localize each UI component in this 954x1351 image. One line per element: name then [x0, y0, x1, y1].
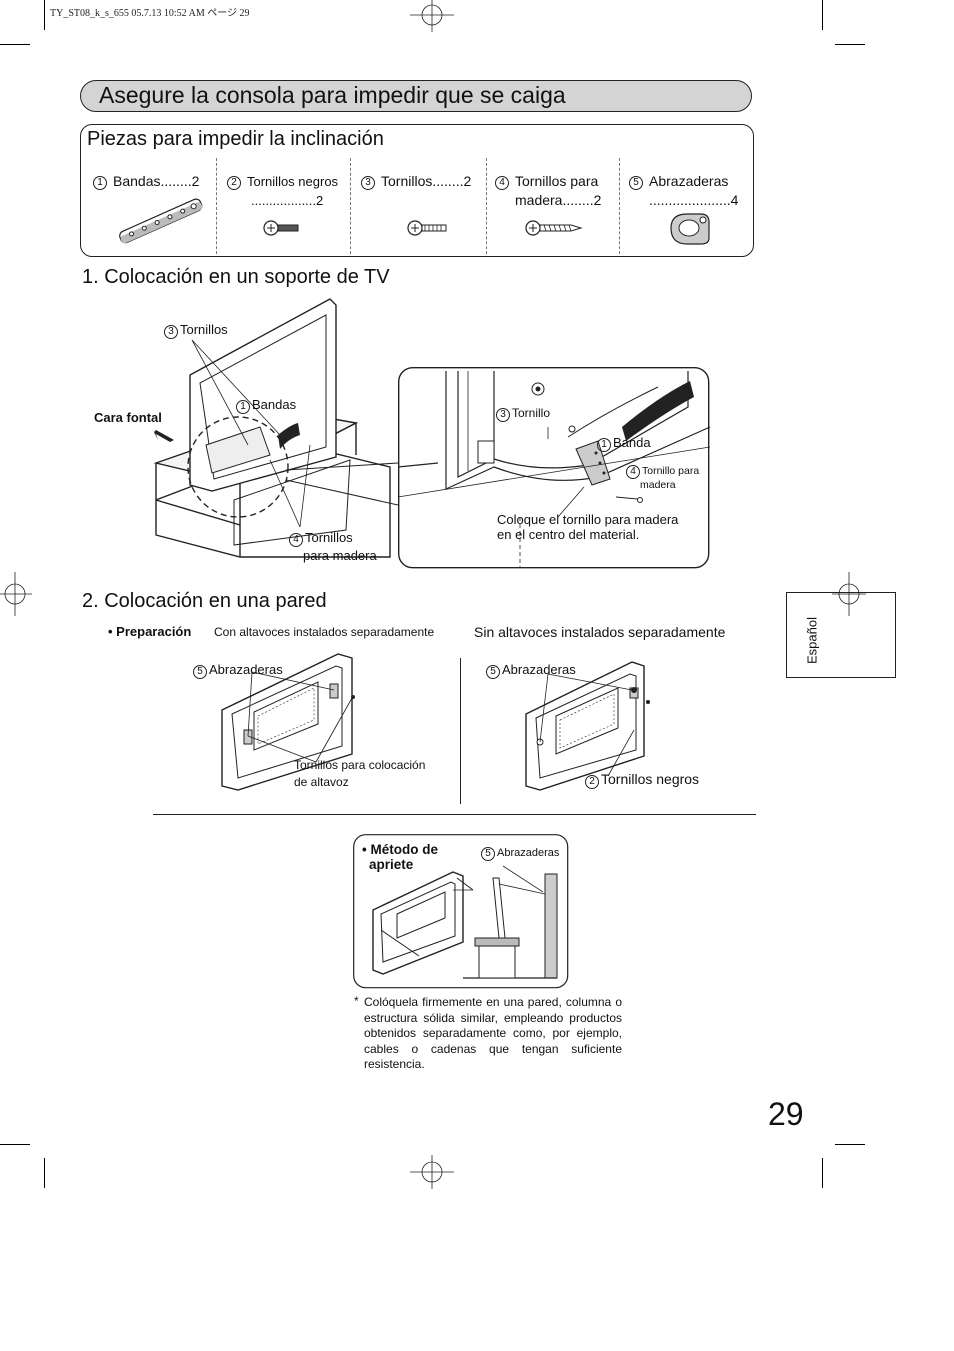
registration-mark-icon	[410, 1155, 454, 1189]
divider	[619, 158, 620, 254]
section-2-title: 2. Colocación en una pared	[82, 590, 327, 612]
metodo-box-illustration	[353, 834, 569, 989]
tv-on-stand-illustration	[153, 298, 399, 558]
crop-mark	[44, 0, 45, 30]
page-number: 29	[768, 1096, 804, 1132]
parts-title: Piezas para impedir la inclinación	[87, 128, 384, 150]
main-title-bar: Asegure la consola para impedir que se c…	[80, 80, 752, 112]
divider	[486, 158, 487, 254]
divider	[350, 158, 351, 254]
tv-with-speakers-illustration	[221, 653, 355, 791]
note-bullet: *	[354, 994, 359, 1008]
language-tab-label: Español	[804, 617, 820, 664]
horizontal-rule	[153, 814, 756, 815]
crop-mark	[822, 1158, 823, 1188]
label-cara-fontal: Cara fontal	[94, 410, 162, 425]
page-title: Asegure la consola para impedir que se c…	[99, 82, 566, 108]
con-altavoces-label: Con altavoces instalados separadamente	[214, 625, 435, 639]
registration-mark-icon	[0, 572, 32, 616]
crop-mark	[835, 44, 865, 45]
registration-mark-icon	[410, 0, 454, 32]
crop-mark	[835, 1144, 865, 1145]
section-1-title: 1. Colocación en un soporte de TV	[82, 266, 390, 288]
clamp-icon	[670, 213, 710, 245]
section-2-divider	[460, 658, 461, 804]
tv-without-speakers-illustration	[525, 661, 650, 791]
print-metadata: TY_ST08_k_s_655 05.7.13 10:52 AM ページ 29	[50, 8, 250, 19]
safety-note: Colóquela firmemente en una pared, colum…	[364, 995, 622, 1071]
crop-mark	[44, 1158, 45, 1188]
wood-screw-icon	[525, 220, 583, 236]
front-arrow-icon	[154, 430, 174, 442]
preparacion-label: • Preparación	[108, 624, 192, 639]
divider	[216, 158, 217, 254]
crop-mark	[0, 1144, 30, 1145]
language-tab: Español	[786, 592, 896, 678]
sin-altavoces-label: Sin altavoces instalados separadamente	[474, 624, 726, 640]
crop-mark	[0, 44, 30, 45]
screw-icon	[407, 220, 447, 236]
crop-mark	[822, 0, 823, 30]
detail-zoom-illustration	[397, 366, 711, 569]
black-screw-icon	[263, 220, 299, 236]
strap-icon	[119, 198, 203, 244]
registration-mark-icon	[832, 572, 866, 616]
